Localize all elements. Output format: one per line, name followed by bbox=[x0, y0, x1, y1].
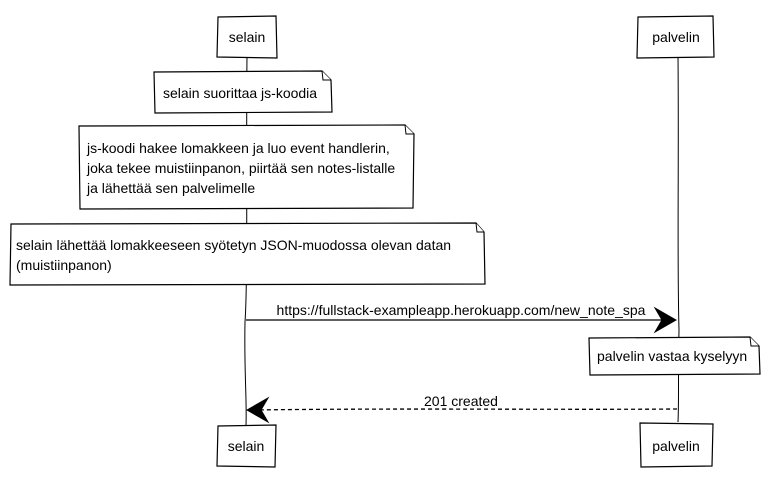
note-send-json-line-1: selain lähettää lomakkeeseen syötetyn JS… bbox=[16, 237, 451, 253]
note-event-handler: js-koodi hakee lomakkeen ja luo event ha… bbox=[78, 124, 415, 210]
note-send-json-line-2: (muistiinpanon) bbox=[16, 257, 112, 273]
note-event-handler-line-2: joka tekee muistiinpanon, piirtää sen no… bbox=[86, 160, 395, 176]
note-server-response-line-1: palvelin vastaa kyselyyn bbox=[597, 348, 747, 364]
participant-browser-top: selain bbox=[216, 15, 278, 59]
note-server-response: palvelin vastaa kyselyyn bbox=[588, 336, 761, 376]
arrowhead-right-icon bbox=[653, 306, 678, 334]
participant-browser-top-label: selain bbox=[229, 29, 266, 45]
message-response: 201 created bbox=[245, 393, 678, 424]
participant-server-bottom-label: palvelin bbox=[652, 438, 699, 454]
participant-server-top: palvelin bbox=[636, 15, 715, 59]
message-request-label: https://fullstack-exampleapp.herokuapp.c… bbox=[277, 302, 646, 318]
note-event-handler-line-1: js-koodi hakee lomakkeen ja luo event ha… bbox=[86, 140, 390, 156]
participant-browser-bottom: selain bbox=[216, 424, 277, 468]
arrowhead-left-icon bbox=[245, 396, 270, 424]
note-js-execution: selain suorittaa js-koodia bbox=[153, 70, 333, 114]
note-js-execution-line-1: selain suorittaa js-koodia bbox=[163, 85, 317, 101]
message-request: https://fullstack-exampleapp.herokuapp.c… bbox=[245, 302, 678, 334]
participant-server-bottom: palvelin bbox=[639, 422, 714, 468]
note-event-handler-line-3: ja lähettää sen palvelimelle bbox=[86, 180, 255, 196]
participant-browser-bottom-label: selain bbox=[228, 438, 265, 454]
message-response-label: 201 created bbox=[424, 393, 498, 409]
participant-server-top-label: palvelin bbox=[652, 29, 699, 45]
server-lifeline bbox=[677, 55, 680, 423]
note-send-json: selain lähettää lomakkeeseen syötetyn JS… bbox=[9, 222, 486, 286]
